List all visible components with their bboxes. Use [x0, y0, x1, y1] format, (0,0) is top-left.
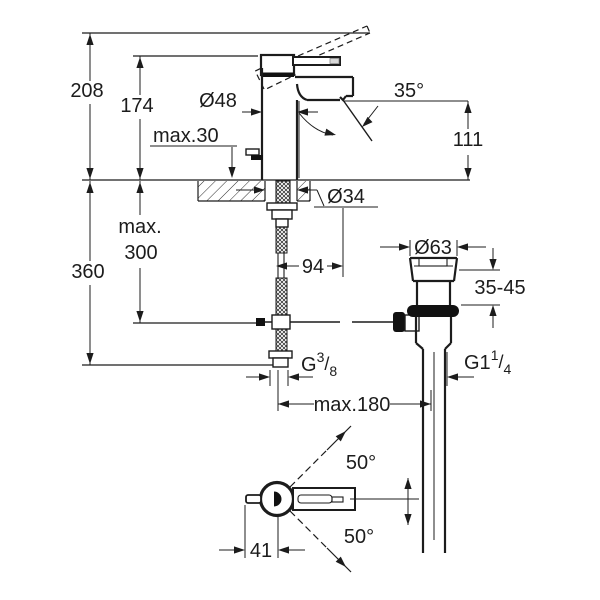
threaded-shank — [275, 180, 291, 204]
dim-below-deck-total: 360 — [71, 261, 104, 283]
dim-body-height: 174 — [120, 95, 153, 117]
lever-handle-tip — [329, 58, 340, 64]
hose-nut-lower — [272, 357, 289, 368]
dim-swing-angle-lower: 50° — [344, 526, 374, 548]
mounting-nut-lower — [275, 218, 289, 228]
hose-nut-upper — [268, 350, 293, 359]
supply-hose-braid-1 — [275, 226, 288, 254]
spout-outlet-stub — [245, 494, 262, 504]
reference-lines — [82, 32, 470, 366]
mounting-washer — [266, 202, 298, 211]
popup-rod-hose-clamp — [271, 314, 291, 330]
lever-handle — [292, 56, 341, 66]
dim-spout-projection: 94 — [302, 256, 324, 278]
dim-deck-thickness-max: max.30 — [153, 125, 219, 147]
popup-waste-assembly — [407, 256, 459, 553]
faucet-side-view — [245, 25, 373, 180]
lever-slot-step — [331, 496, 344, 503]
waste-plug-cap — [418, 257, 448, 267]
dim-spout-offset: 41 — [250, 540, 272, 562]
popup-rod-end-cap — [256, 318, 265, 326]
handle-cap — [259, 53, 296, 77]
dim-center-distance-max: max.180 — [314, 394, 391, 416]
dimension-arrowheads — [86, 34, 497, 567]
dim-hole-diameter: Ø34 — [327, 186, 365, 208]
dim-stream-angle: 35° — [394, 80, 424, 102]
dimension-labels: 208 174 max.30 Ø48 35° 111 Ø34 360 max. … — [70, 80, 525, 562]
counter-deck — [197, 181, 311, 202]
dim-total-height: 208 — [70, 80, 103, 102]
dim-swing-angle-upper: 50° — [346, 452, 376, 474]
lever-top-view — [292, 487, 356, 511]
cartridge-mark — [274, 491, 282, 507]
supply-hose-braid-3 — [275, 328, 288, 352]
popup-rod-ball-joint — [393, 312, 405, 332]
supply-hose-braid-2 — [275, 277, 288, 317]
dim-waste-thread: G11/4 — [464, 347, 512, 377]
dim-deck-range: 35-45 — [474, 277, 525, 299]
handle-cap-band — [261, 72, 294, 77]
dim-supply-thread: G3/8 — [301, 349, 337, 379]
waste-seal-ring — [407, 305, 459, 317]
offset-41-dimension — [219, 505, 305, 558]
dim-spout-height: 111 — [453, 129, 483, 151]
dim-waste-flange-diameter: Ø63 — [414, 237, 452, 259]
dim-body-diameter: Ø48 — [199, 90, 237, 112]
water-stream-line — [342, 99, 373, 142]
popup-knob — [245, 148, 260, 156]
mounting-nut — [271, 209, 293, 220]
deck-hatch-left — [198, 181, 265, 201]
dim-hose-reach-max-1: max. — [118, 216, 161, 238]
popup-knob-dark — [251, 155, 263, 160]
dim-hose-reach-max-2: 300 — [124, 242, 157, 264]
